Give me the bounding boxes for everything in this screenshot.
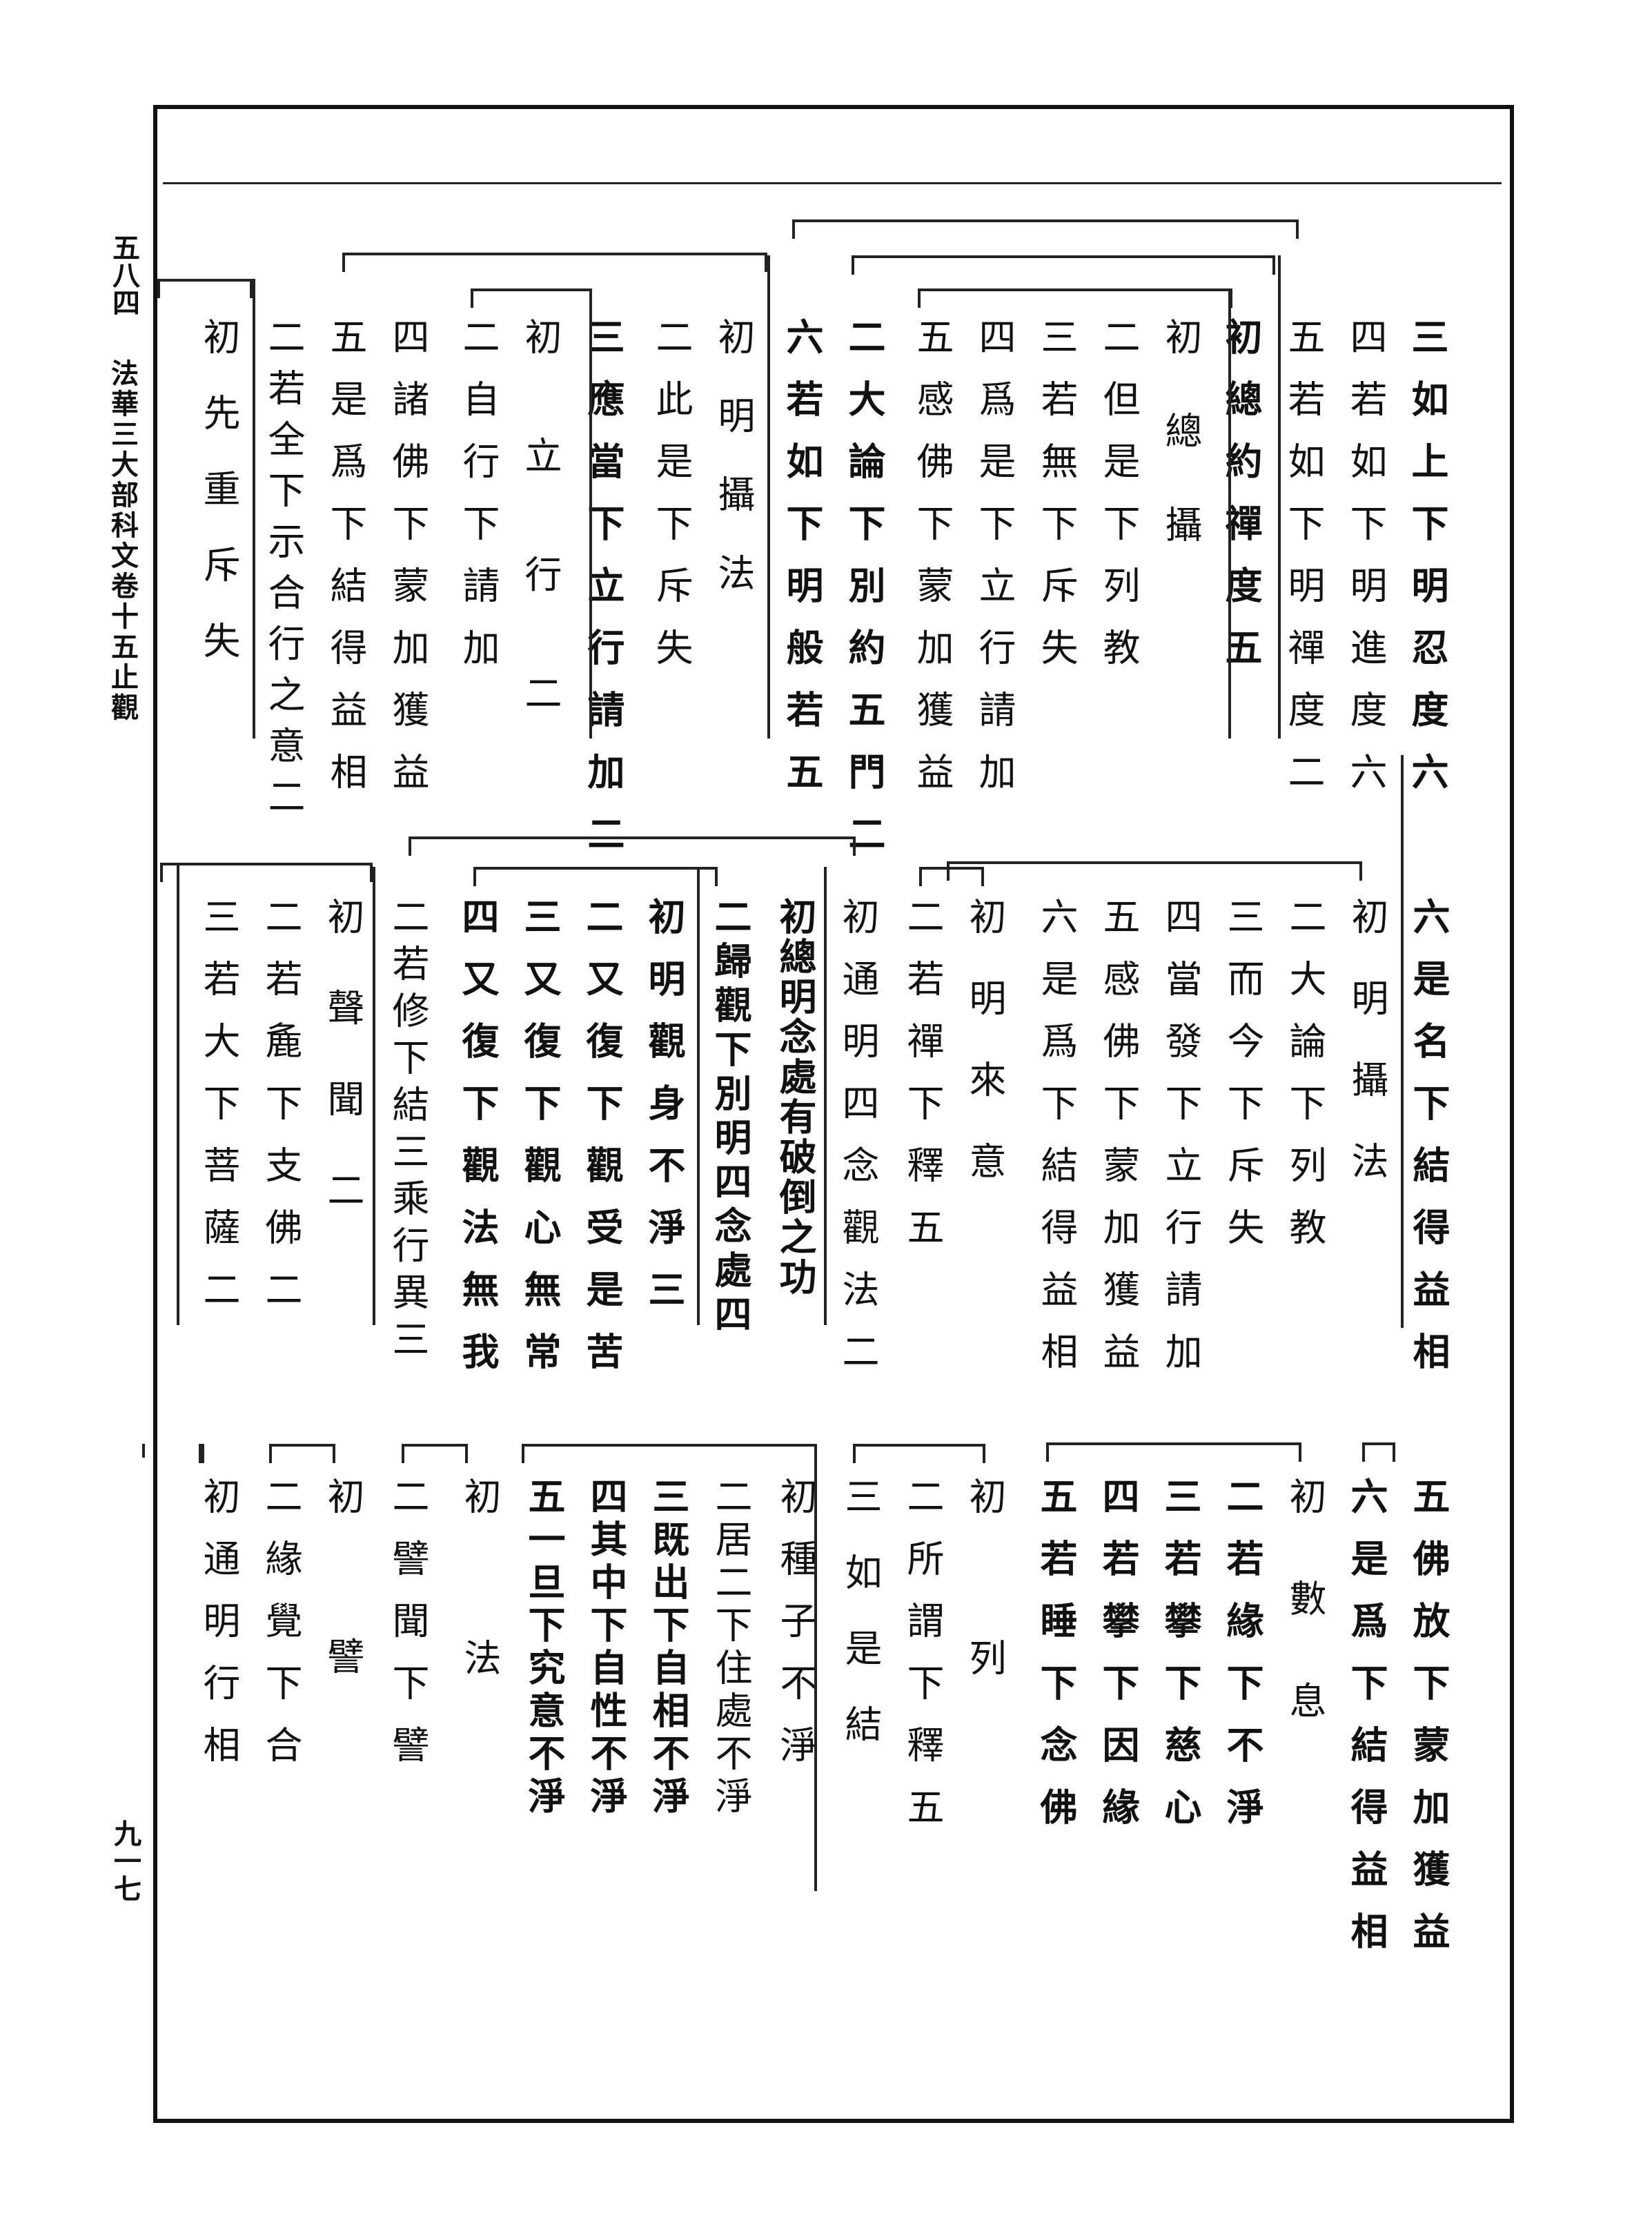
bracket-row2-top-d [473, 867, 718, 886]
bracket-row3-top-f [269, 1444, 335, 1463]
vline-a [1228, 290, 1231, 738]
page-number-left: 五八四 [108, 233, 140, 316]
row1-col-3: 五若如下明禪度二 [1281, 317, 1325, 814]
row2-col-14: 二又復下觀受是苦 [580, 897, 624, 1394]
row2-col-10: 初通明四念觀法二 [836, 897, 879, 1394]
row3-col-14: 四其中下自性不淨 [584, 1477, 628, 1819]
row3-col-5: 三若攀下慈心 [1158, 1477, 1202, 1850]
row1-col-10: 二大論下別約五門二 [842, 317, 886, 877]
row2-col-6: 五感佛下蒙加獲益 [1097, 897, 1140, 1394]
row2-col-7: 六是爲下結得益相 [1034, 897, 1078, 1394]
row2-col-18: 初聲聞二 [321, 897, 364, 1262]
vline-e [253, 279, 255, 738]
row3-col-11: 初種子不淨 [774, 1477, 817, 1788]
row1-col-13: 二此是下斥失 [649, 317, 693, 690]
vline-g [824, 867, 827, 1325]
row1-col-14: 三應當下立行請加二 [581, 317, 625, 877]
row2-col-12: 二歸觀下別明四念處四 [708, 897, 752, 1339]
bracket-row1-top-a [792, 219, 1299, 239]
row2-col-1: 六是名下結得益相 [1406, 897, 1451, 1394]
row2-col-11: 初總明念處有破倒之功 [773, 897, 817, 1298]
row1-col-9: 五感佛下蒙加獲益 [910, 317, 954, 814]
row3-col-12: 二居二下住處不淨 [709, 1477, 752, 1819]
row1-col-16: 二自行下請加 [456, 317, 500, 690]
row1-col-19: 二若全下示合行之意二 [262, 317, 305, 828]
bracket-row1-top-f [157, 279, 253, 298]
bracket-row3-top-b [1362, 1442, 1395, 1462]
row1-col-20: 初先重斥失 [197, 317, 240, 697]
row1-col-5: 初總攝 [1159, 317, 1202, 599]
row1-col-6: 二但是下列教 [1097, 317, 1140, 690]
row3-col-16: 初法 [458, 1477, 501, 1800]
bracket-row2-top-a [947, 861, 1362, 881]
row3-col-9: 二所謂下釋五 [901, 1477, 944, 1850]
bracket-row1-top-b [852, 255, 1275, 275]
vline-h [697, 867, 700, 1325]
row3-col-2: 六是爲下結得益相 [1344, 1477, 1388, 1974]
row2-col-4: 三而今下斥失 [1221, 897, 1264, 1270]
vline-d [589, 290, 592, 738]
bracket-row2-top-c [409, 836, 856, 856]
row2-col-17: 二若修下結三乘行異三 [386, 897, 429, 1367]
row3-col-15: 五一旦下究意不淨 [522, 1477, 566, 1819]
bracket-row1-top-c [918, 288, 1232, 308]
row1-col-15: 初立行二 [518, 317, 562, 792]
bracket-row2-top-b [919, 867, 984, 886]
row2-col-15: 三又復下觀心無常 [518, 897, 562, 1394]
vline-f [1401, 755, 1404, 1328]
bracket-row3-top-e [402, 1444, 468, 1463]
row3-col-19: 二緣覺下合 [259, 1477, 302, 1788]
row3-col-13: 三既出下自相不淨 [646, 1477, 690, 1819]
bracket-row2-top-e [160, 863, 373, 882]
row3-col-17: 二譬聞下譬 [386, 1477, 429, 1788]
row3-col-18: 初譬 [321, 1477, 364, 1797]
row2-col-9: 二若禪下釋五 [901, 897, 944, 1270]
page-number-right: 九一七 [109, 1819, 141, 1902]
row2-col-16: 四又復下觀法無我 [455, 897, 500, 1394]
row3-col-7: 五若睡下念佛 [1034, 1477, 1078, 1850]
row2-col-20: 三若大下菩薩二 [197, 897, 240, 1332]
row2-col-8: 初明來意 [963, 897, 1006, 1223]
vline-b [1278, 255, 1281, 738]
row3-col-20: 初通明行相 [197, 1477, 240, 1788]
bracket-row1-top-d [342, 253, 767, 272]
page-border [153, 105, 1514, 2123]
bracket-row1-top-e [471, 288, 592, 308]
row1-col-4: 初總約禪度五 [1219, 317, 1263, 690]
row3-col-4: 二若緣下不淨 [1220, 1477, 1264, 1850]
row1-col-18: 五是爲下結得益相 [324, 317, 367, 814]
book-title: 法華三大部科文卷十五止觀 [106, 359, 139, 723]
row1-col-12: 初明攝法 [711, 317, 755, 632]
row3-col-10: 三如是結 [838, 1477, 882, 1781]
row1-col-7: 三若無下斥失 [1034, 317, 1078, 690]
vline-k [814, 1444, 817, 1891]
row1-col-8: 四爲是下立行請加 [972, 317, 1016, 814]
top-rule [163, 182, 1502, 184]
row3-col-1: 五佛放下蒙加獲益 [1406, 1477, 1451, 1974]
row2-col-2: 初明攝法 [1345, 897, 1388, 1223]
row1-col-1: 三如上下明忍度六 [1405, 317, 1449, 814]
bracket-row3-top-d [522, 1444, 817, 1463]
row1-col-17: 四諸佛下蒙加獲益 [386, 317, 429, 814]
row2-col-19: 二若麁下支佛二 [259, 897, 302, 1332]
row2-col-5: 四當發下立行請加 [1159, 897, 1202, 1394]
vline-l [142, 1444, 145, 1458]
row1-col-11: 六若如下明般若五 [780, 317, 824, 814]
bracket-row3-top-c [853, 1444, 985, 1463]
row2-col-3: 二大論下列教 [1283, 897, 1326, 1270]
vline-c [767, 255, 770, 738]
row1-col-2: 四若如下明進度六 [1344, 317, 1387, 814]
row3-col-6: 四若攀下因緣 [1096, 1477, 1140, 1850]
vline-j [177, 863, 179, 1325]
row2-col-13: 初明觀身不淨三 [642, 897, 686, 1332]
vline-i [373, 867, 375, 1325]
row3-col-8: 初列 [963, 1477, 1006, 1800]
bracket-row3-top-a [1046, 1442, 1301, 1462]
row3-col-3: 初數息 [1283, 1477, 1326, 1783]
